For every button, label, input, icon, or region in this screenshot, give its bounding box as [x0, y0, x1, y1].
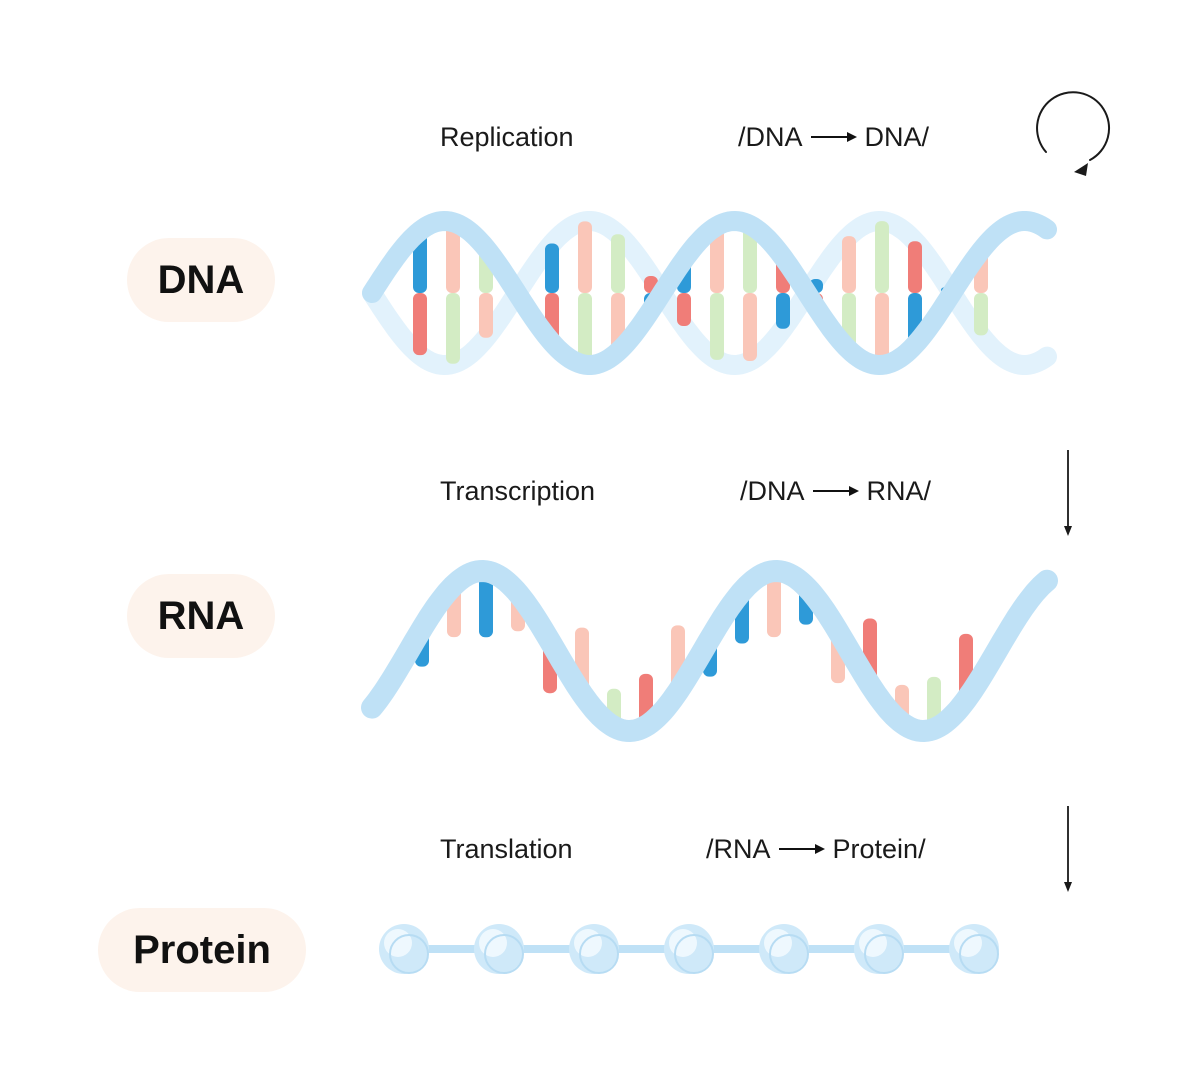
- down-arrow-icon: [1064, 806, 1072, 892]
- circular-arrow-icon: [1036, 91, 1111, 176]
- right-arrow-icon: [810, 132, 857, 142]
- bead-shade: [674, 934, 714, 974]
- stage-rna-label: RNA: [157, 593, 245, 638]
- protein-chain: [379, 924, 999, 974]
- bead-highlight: [479, 929, 507, 957]
- right-arrow-icon: [812, 486, 859, 496]
- stage-rna-pill: RNA: [127, 574, 275, 658]
- transcription-to: RNA/: [866, 476, 932, 506]
- dna-base: [710, 226, 724, 293]
- dna-base: [743, 293, 757, 361]
- dna-base: [446, 222, 460, 293]
- right-arrow-icon: [778, 844, 825, 854]
- translation-to: Protein/: [832, 834, 926, 864]
- dna-base: [875, 293, 889, 365]
- rna-single-strand: [361, 559, 1058, 743]
- dna-base: [545, 243, 559, 293]
- bead-shade: [579, 934, 619, 974]
- dna-base: [479, 293, 493, 338]
- rna-base: [767, 571, 781, 638]
- bead-highlight: [574, 929, 602, 957]
- transcription-from: /DNA: [740, 476, 805, 506]
- replication-label: Replication: [440, 122, 574, 152]
- dna-base: [578, 221, 592, 293]
- dna-base: [776, 293, 790, 329]
- bead-shade: [484, 934, 524, 974]
- dna-base: [611, 234, 625, 293]
- translation-formula: /RNA Protein/: [706, 834, 926, 864]
- dna-backbone-front: [362, 210, 1057, 376]
- dna-base: [413, 293, 427, 356]
- transcription-formula: /DNA RNA/: [740, 476, 931, 506]
- transcription-label: Transcription: [440, 476, 596, 506]
- bead-highlight: [669, 929, 697, 957]
- dna-base: [974, 293, 988, 336]
- dna-base: [446, 293, 460, 364]
- stage-dna-label: DNA: [157, 257, 245, 302]
- dna-base: [908, 241, 922, 293]
- bead-highlight: [954, 929, 982, 957]
- translation-from: /RNA: [706, 834, 771, 864]
- stage-dna-pill: DNA: [127, 238, 275, 322]
- bead-highlight: [859, 929, 887, 957]
- bead-highlight: [764, 929, 792, 957]
- dna-base: [875, 221, 889, 293]
- dna-base: [743, 225, 757, 293]
- bead-shade: [389, 934, 429, 974]
- dna-base: [710, 293, 724, 360]
- replication-from: /DNA: [738, 122, 803, 152]
- bead-shade: [959, 934, 999, 974]
- replication-to: DNA/: [864, 122, 930, 152]
- down-arrow-icon: [1064, 450, 1072, 536]
- dna-double-helix: [362, 210, 1057, 376]
- bead-highlight: [384, 929, 412, 957]
- translation-label: Translation: [440, 834, 573, 864]
- replication-formula: /DNA DNA/: [738, 122, 929, 152]
- rna-base: [479, 571, 493, 638]
- bead-shade: [769, 934, 809, 974]
- dna-backbone-back: [362, 210, 1057, 376]
- bead-shade: [864, 934, 904, 974]
- stage-protein-label: Protein: [133, 927, 271, 972]
- dna-base: [677, 293, 691, 327]
- stage-protein-pill: Protein: [98, 908, 306, 992]
- dna-base: [578, 293, 592, 365]
- rna-backbone: [361, 559, 1058, 743]
- dna-base: [842, 236, 856, 293]
